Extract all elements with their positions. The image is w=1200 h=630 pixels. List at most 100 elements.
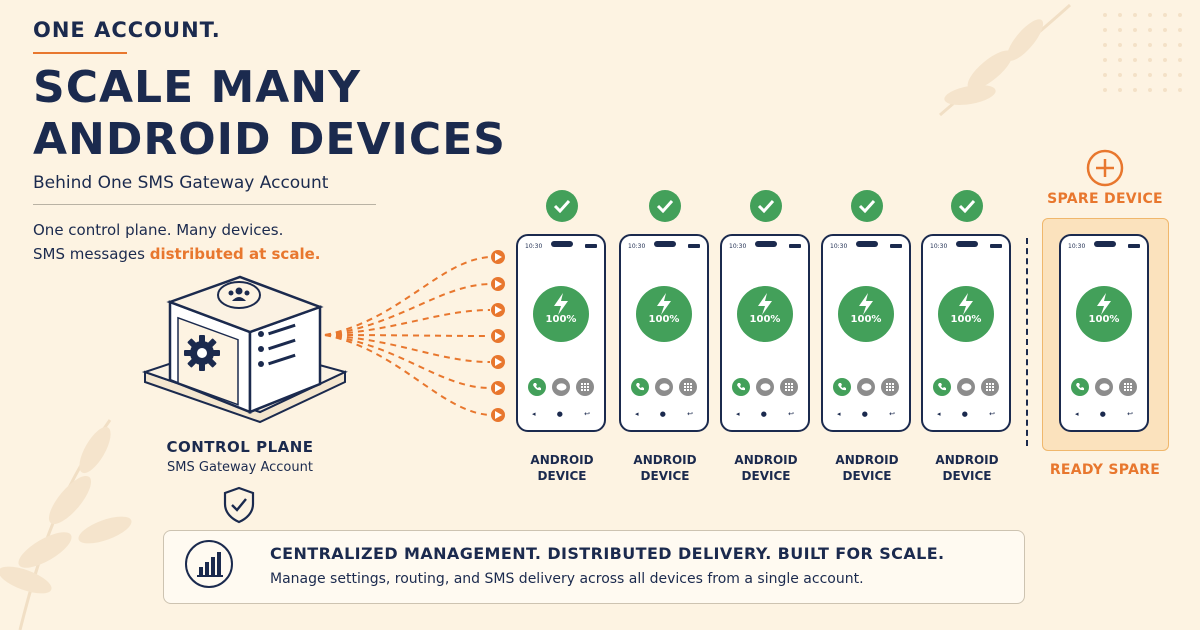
phone-call-icon bbox=[933, 378, 951, 396]
android-nav-bar: ◂●↩ bbox=[1075, 410, 1133, 418]
home-nav-icon: ● bbox=[1099, 410, 1106, 418]
apps-grid-icon bbox=[881, 378, 899, 396]
users-icon bbox=[217, 281, 261, 309]
app-dock bbox=[732, 378, 798, 396]
phone-frame: 10:30 100% ◂●↩ bbox=[1059, 234, 1149, 432]
battery-percent: 100% bbox=[749, 314, 781, 325]
description: One control plane. Many devices. SMS mes… bbox=[33, 218, 320, 266]
check-icon bbox=[546, 190, 578, 222]
apps-grid-icon bbox=[981, 378, 999, 396]
leaf-decoration-bottom-left bbox=[0, 419, 132, 630]
device-label-line-2: DEVICE bbox=[942, 469, 992, 483]
device-label-line-1: ANDROID bbox=[935, 453, 999, 467]
phone-call-icon bbox=[631, 378, 649, 396]
device-label: ANDROID DEVICE bbox=[911, 452, 1023, 484]
message-icon bbox=[552, 378, 570, 396]
battery-percent: 100% bbox=[648, 314, 680, 325]
phone-notch bbox=[654, 241, 676, 247]
subhead: Behind One SMS Gateway Account bbox=[33, 173, 329, 193]
check-icon bbox=[750, 190, 782, 222]
phone-notch bbox=[856, 241, 878, 247]
battery-percent: 100% bbox=[545, 314, 577, 325]
battery-status-icon bbox=[789, 244, 801, 248]
lightning-bolt-icon bbox=[554, 293, 568, 315]
apps-grid-icon bbox=[679, 378, 697, 396]
kicker-underline bbox=[33, 52, 127, 54]
phone-time: 10:30 bbox=[930, 243, 948, 250]
ready-spare-label: READY SPARE bbox=[1049, 462, 1161, 478]
home-nav-icon: ● bbox=[861, 410, 868, 418]
back-nav-icon: ◂ bbox=[532, 410, 536, 418]
phone-frame: 10:30 100% ◂●↩ bbox=[921, 234, 1011, 432]
android-device-4: 10:30 100% ◂ ● ↩ ANDROID DEVICE bbox=[821, 190, 913, 483]
phone-notch bbox=[1094, 241, 1116, 247]
message-icon bbox=[957, 378, 975, 396]
lightning-bolt-icon bbox=[959, 293, 973, 315]
footer-text: Manage settings, routing, and SMS delive… bbox=[270, 571, 864, 587]
phone-time: 10:30 bbox=[830, 243, 848, 250]
spare-device-title: SPARE DEVICE bbox=[1047, 191, 1163, 207]
phone-frame: 10:30 100% ◂●↩ bbox=[619, 234, 709, 432]
app-dock bbox=[528, 378, 594, 396]
phone-frame: 10:30 100% ◂ ● ↩ bbox=[821, 234, 911, 432]
device-label-line-1: ANDROID bbox=[734, 453, 798, 467]
description-line-2: SMS messages distributed at scale. bbox=[33, 242, 320, 266]
device-label-line-2: DEVICE bbox=[842, 469, 892, 483]
phone-call-icon bbox=[1071, 378, 1089, 396]
battery-status-icon bbox=[585, 244, 597, 248]
apps-grid-icon bbox=[780, 378, 798, 396]
connector-lines bbox=[324, 250, 505, 422]
app-dock bbox=[933, 378, 999, 396]
gear-icon bbox=[184, 335, 220, 371]
battery-status-icon bbox=[990, 244, 1002, 248]
battery-percent: 100% bbox=[950, 314, 982, 325]
phone-call-icon bbox=[833, 378, 851, 396]
description-line-2-prefix: SMS messages bbox=[33, 245, 150, 263]
plus-circle-icon bbox=[1086, 149, 1124, 187]
message-icon bbox=[1095, 378, 1113, 396]
headline-line-1: SCALE MANY bbox=[33, 62, 361, 113]
back-nav-icon: ◂ bbox=[736, 410, 740, 418]
return-nav-icon: ↩ bbox=[889, 410, 895, 418]
home-nav-icon: ● bbox=[659, 410, 666, 418]
home-nav-icon: ● bbox=[556, 410, 563, 418]
phone-notch bbox=[551, 241, 573, 247]
back-nav-icon: ◂ bbox=[635, 410, 639, 418]
device-label: ANDROID DEVICE bbox=[506, 452, 618, 484]
android-nav-bar: ◂ ● ↩ bbox=[837, 410, 895, 418]
footer-card bbox=[163, 530, 1025, 604]
headline: SCALE MANY ANDROID DEVICES bbox=[33, 62, 513, 166]
check-icon bbox=[951, 190, 983, 222]
description-line-1: One control plane. Many devices. bbox=[33, 221, 284, 239]
phone-call-icon bbox=[732, 378, 750, 396]
subhead-divider bbox=[33, 204, 376, 205]
bar-chart-icon bbox=[185, 540, 233, 588]
charge-indicator: 100% bbox=[636, 286, 692, 342]
phone-time: 10:30 bbox=[1068, 243, 1086, 250]
battery-status-icon bbox=[1128, 244, 1140, 248]
charge-indicator: 100% bbox=[1076, 286, 1132, 342]
charge-indicator: 100% bbox=[533, 286, 589, 342]
device-label-line-1: ANDROID bbox=[835, 453, 899, 467]
lightning-bolt-icon bbox=[758, 293, 772, 315]
home-nav-icon: ● bbox=[961, 410, 968, 418]
device-label-line-1: ANDROID bbox=[530, 453, 594, 467]
battery-percent: 100% bbox=[1088, 314, 1120, 325]
charge-indicator: 100% bbox=[838, 286, 894, 342]
phone-frame: 10:30 100% ◂●↩ bbox=[720, 234, 810, 432]
apps-grid-icon bbox=[576, 378, 594, 396]
control-plane-subtitle: SMS Gateway Account bbox=[167, 460, 313, 475]
device-label-line-2: DEVICE bbox=[537, 469, 587, 483]
home-nav-icon: ● bbox=[760, 410, 767, 418]
back-nav-icon: ◂ bbox=[837, 410, 841, 418]
message-icon bbox=[655, 378, 673, 396]
phone-frame: 10:30 100% ◂●↩ bbox=[516, 234, 606, 432]
battery-percent: 100% bbox=[850, 314, 882, 325]
control-plane-title: CONTROL PLANE bbox=[166, 438, 314, 456]
android-nav-bar: ◂●↩ bbox=[937, 410, 995, 418]
back-nav-icon: ◂ bbox=[937, 410, 941, 418]
